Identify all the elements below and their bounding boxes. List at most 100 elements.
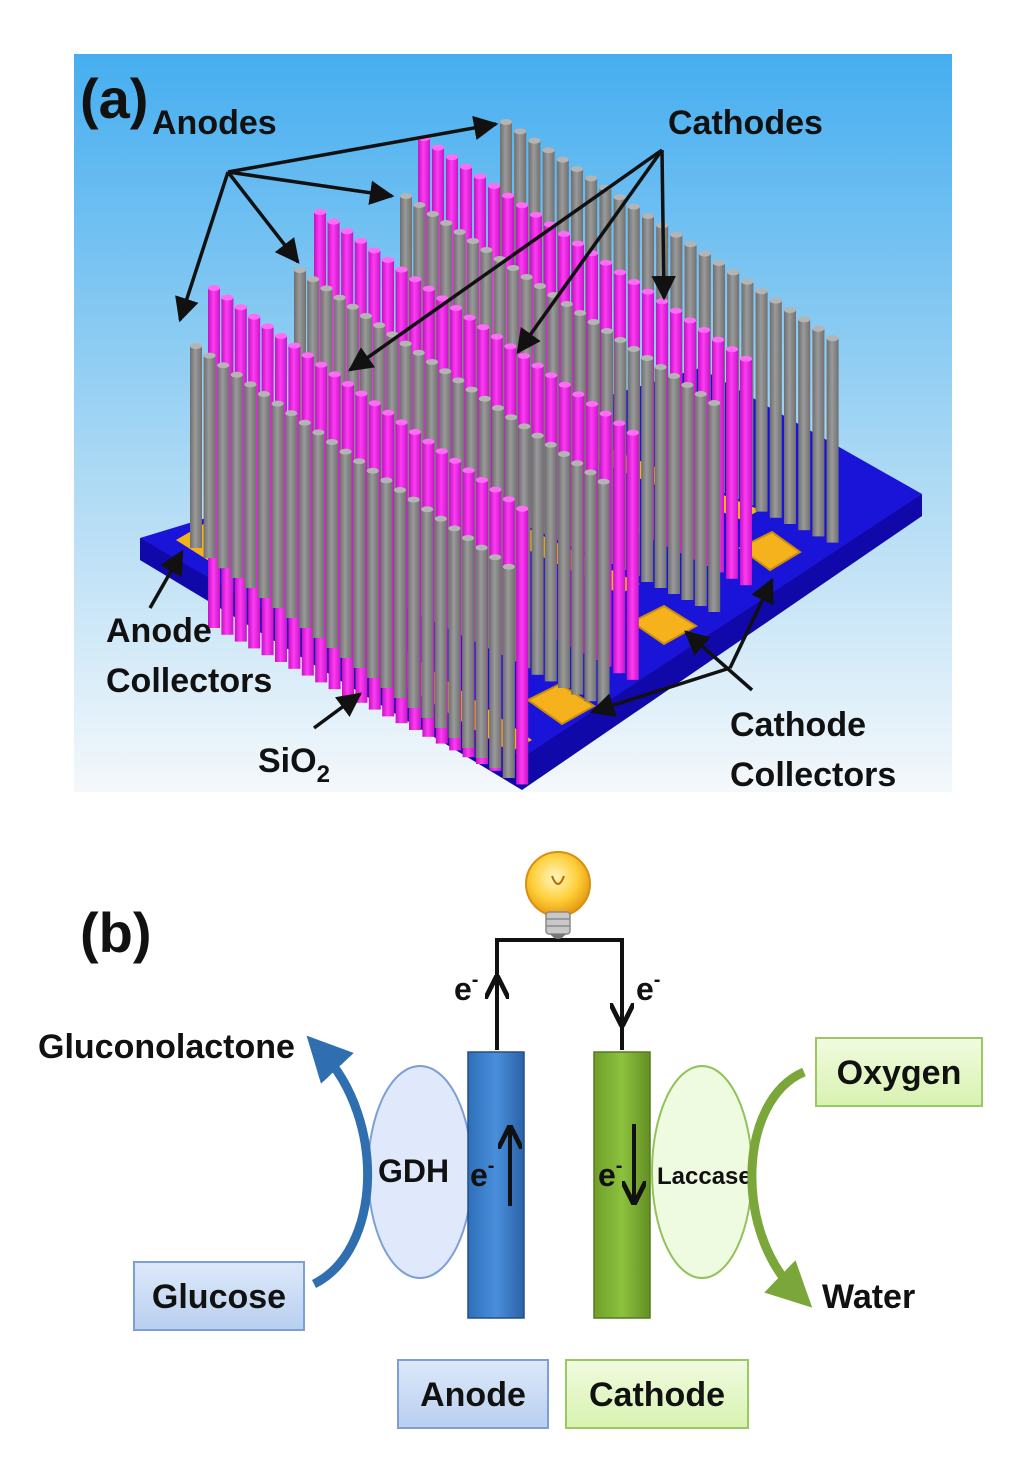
pillar-cap — [514, 128, 527, 135]
pillar-cap — [668, 373, 680, 379]
pillar-cap — [271, 400, 284, 407]
anode-pillar — [584, 472, 597, 702]
pillar-cap — [478, 395, 491, 402]
pillar-cap — [294, 267, 306, 273]
anode-pillar — [298, 422, 311, 628]
pillar-cap — [571, 460, 584, 467]
cathode-pillar — [740, 358, 752, 586]
pillar-cap — [395, 266, 408, 273]
oxygen-box — [815, 1037, 983, 1107]
anode-pillar — [784, 310, 796, 524]
pillar-cap — [400, 193, 412, 199]
pillar-cap — [518, 423, 531, 430]
pillar-cap — [560, 301, 573, 307]
pillar-cap — [360, 313, 372, 319]
pillar-cap — [326, 439, 338, 445]
pillar-cap — [208, 285, 220, 291]
pillar-cap — [320, 285, 333, 292]
pillar-cap — [476, 477, 488, 483]
pillar-cap — [368, 400, 381, 407]
pillar-cap — [558, 451, 570, 457]
pillar-cap — [439, 368, 452, 375]
anode-pillar — [217, 365, 230, 568]
panel-a-device-schematic: (a) Anodes Cathodes Anode Collectors SiO… — [74, 54, 952, 794]
pillar-cap — [670, 231, 683, 238]
pillar-cap — [516, 505, 529, 512]
pillar-cap — [500, 119, 512, 125]
pillar-cap — [234, 304, 247, 311]
pillar-cap — [422, 285, 435, 292]
anode-pillar — [812, 328, 825, 537]
anode-box — [397, 1359, 549, 1429]
panel-b-biofuel-cell: (b) e- e- GDH e- e- Laccase Gluconolacto… — [38, 851, 983, 1429]
pillar-cap — [531, 362, 544, 369]
pillar-cap — [435, 448, 448, 455]
pillar-cap — [328, 371, 341, 378]
sio2-label-base: SiO — [258, 742, 317, 780]
pillar-cap — [530, 211, 542, 218]
pillar-cap — [599, 410, 612, 417]
pillar-cap — [230, 371, 243, 378]
pillar-cap — [558, 231, 570, 237]
anode-bar — [467, 1051, 525, 1319]
pillar-cap — [355, 390, 368, 397]
pillar-cap — [449, 457, 462, 464]
anode-pillar — [421, 509, 434, 718]
pillar-cap — [409, 276, 422, 283]
glucose-label: Glucose — [152, 1278, 286, 1316]
pillar-cap — [726, 346, 738, 353]
pillar-cap — [327, 218, 340, 225]
pillar-cap — [627, 346, 640, 352]
pillar-cap — [258, 391, 270, 397]
pillar-cap — [342, 381, 354, 387]
external-circuit — [495, 938, 624, 1050]
pillar-cap — [288, 342, 301, 349]
pillar-cap — [407, 496, 420, 503]
electron-symbol: e — [454, 971, 472, 1007]
anode-collectors-label-line1: Anode — [106, 612, 212, 650]
anode-pillar — [502, 566, 515, 778]
pillar-cap — [586, 401, 598, 407]
anode-pillar — [544, 444, 557, 682]
pillar-cap — [460, 163, 472, 170]
pillar-cap — [712, 336, 724, 343]
pillar-cap — [434, 515, 447, 522]
pillar-cap — [217, 362, 230, 369]
pillar-cap — [613, 194, 626, 201]
pillar-cap — [542, 147, 555, 154]
anode-pillar — [694, 394, 707, 606]
anode-pillar — [407, 499, 420, 708]
anode-pillar — [448, 528, 461, 738]
pillar-cap — [488, 183, 500, 189]
pillar-cap — [572, 240, 584, 247]
anode-pillar — [826, 338, 839, 543]
pillar-cap — [448, 525, 461, 532]
anode-pillar — [434, 518, 447, 728]
pillar-cap — [480, 247, 493, 253]
anode-pillar — [798, 319, 811, 531]
pillar-cap — [654, 364, 667, 370]
oxygen-to-water-arrow — [747, 1067, 813, 1308]
pillar-cap — [382, 257, 394, 263]
anode-pillar — [203, 355, 216, 558]
pillar-cap — [474, 173, 486, 180]
pillar-cap — [490, 333, 503, 340]
pillar-cap — [544, 441, 557, 448]
pillar-cap — [626, 429, 639, 436]
pillar-cap — [528, 137, 541, 144]
electron-charge: - — [616, 1155, 623, 1177]
pillar-cap — [713, 260, 725, 266]
pillar-cap — [684, 317, 696, 324]
anode-pillar — [708, 403, 721, 612]
anode-pillar — [597, 481, 610, 708]
pillar-cap — [502, 192, 514, 199]
electron-label-anode-wire: e- — [454, 969, 478, 1007]
pillar-cap — [285, 410, 298, 417]
pillar-cap — [339, 448, 352, 455]
anode-pillar — [755, 291, 768, 512]
pillar-cap — [531, 432, 544, 439]
pillar-cap — [301, 352, 314, 359]
pillar-cap — [413, 202, 426, 208]
pillar-cap — [698, 250, 711, 257]
pillar-cap — [784, 307, 796, 313]
